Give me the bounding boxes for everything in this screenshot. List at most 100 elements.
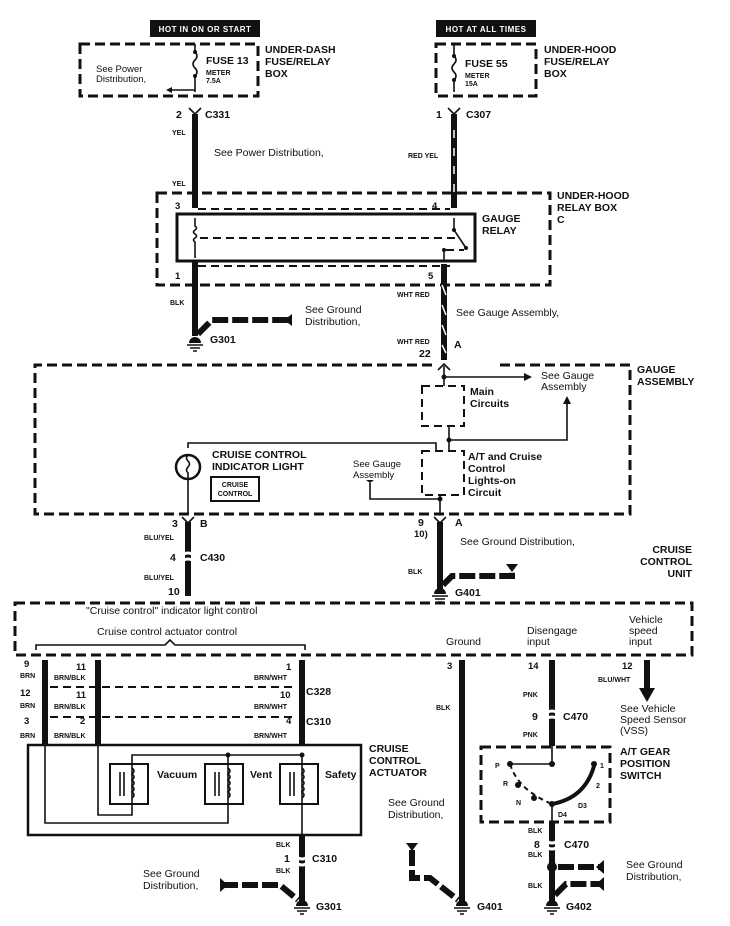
gauge-pin-3: 3: [172, 518, 178, 530]
sw-see-ground-1: See Ground: [626, 859, 683, 871]
blu-yel-label-1: BLU/YEL: [144, 535, 175, 542]
blk-label-mid: BLK: [408, 569, 422, 576]
act-see-ground-lead: [222, 882, 300, 903]
under-dash-label-2: FUSE/RELAY: [265, 56, 331, 68]
row2-a-pin: 12: [20, 688, 31, 699]
under-hood-relay-box: [155, 191, 552, 287]
wht-red-label-1: WHT RED: [397, 292, 430, 299]
safety-solenoid: [279, 763, 319, 805]
cruise-control-unit-box: [13, 601, 694, 657]
row1-b-color: BRN/BLK: [54, 675, 86, 682]
disengage-1: Disengage: [527, 625, 577, 637]
see-gauge-2b: Assembly: [353, 470, 394, 481]
act-c310-label: C310: [312, 853, 337, 865]
center-blk: BLK: [436, 705, 450, 712]
at-circuit-3: Lights-on: [468, 475, 516, 487]
row3-b-pin: 2: [80, 716, 85, 727]
relay-pin-3: 3: [175, 201, 180, 212]
vss-3: (VSS): [620, 725, 648, 737]
actuator-control-brace: [35, 638, 306, 650]
c470-label: C470: [563, 711, 588, 723]
main-circuits-2: Circuits: [470, 398, 509, 410]
gauge-relay-label-1: GAUGE: [482, 213, 521, 225]
c307-label: C307: [466, 109, 491, 121]
cruise-indicator-lamp: [174, 453, 202, 481]
see-gauge-assembly: See Gauge Assembly,: [456, 307, 559, 319]
fuse-55-name: FUSE 55: [465, 58, 508, 70]
yel-label-1: YEL: [172, 130, 186, 137]
g301-lower: G301: [316, 901, 342, 913]
vss-input-3: input: [629, 636, 652, 648]
gauge-pin-9: 9: [418, 517, 424, 529]
row1-a-color: BRN: [20, 673, 35, 680]
see-ground-distribution-mid: See Ground Distribution,: [460, 536, 575, 548]
row3-c-pin: 4: [286, 716, 292, 727]
cruise-unit-label-3: UNIT: [668, 568, 693, 580]
center-see-ground-2: Distribution,: [388, 809, 443, 821]
unit-pin-10: 10: [168, 586, 180, 598]
row3-c-color: BRN/WHT: [254, 733, 288, 740]
connector-row-3: 3 BRN 2 BRN/BLK 4 BRN/WHT: [20, 716, 292, 740]
fuse-13-circuit: METER: [206, 70, 231, 77]
at-cruise-circuit-box: [421, 450, 465, 496]
pos-r: R: [503, 781, 508, 788]
act-c310-pin: 1: [284, 853, 290, 865]
hot-in-on-start-banner: [150, 20, 260, 37]
c470-label-2: C470: [564, 839, 589, 851]
hot-at-all-times-banner: [436, 20, 536, 37]
see-ground-lead-mid: [440, 566, 515, 588]
c310-upper-label: C310: [306, 716, 331, 728]
vent-solenoid: [204, 763, 244, 805]
sw-see-ground-lead-2: [552, 881, 600, 898]
see-gauge-2a: See Gauge: [353, 459, 401, 470]
safety-label: Safety: [325, 769, 357, 781]
cruise-control-badge: [210, 476, 260, 502]
under-dash-label-1: UNDER-DASH: [265, 44, 336, 56]
pos-2: 2: [596, 783, 600, 790]
unit-pin-12: 12: [622, 661, 633, 672]
act-blk-2: BLK: [276, 868, 290, 875]
sw-blk-3: BLK: [528, 883, 542, 890]
at-circuit-4: Circuit: [468, 487, 502, 499]
c430-label: C430: [200, 552, 225, 564]
main-circuits-1: Main: [470, 386, 494, 398]
ground-label: Ground: [446, 636, 481, 648]
under-hood-fuse-label-1: UNDER-HOOD: [544, 44, 617, 56]
relay-pin-4: 4: [432, 201, 438, 212]
gauge-conn-a-top: A: [454, 339, 462, 351]
pos-n: N: [516, 800, 521, 807]
fuse-13-rating: 7.5A: [206, 78, 221, 85]
center-see-ground-lead: [409, 850, 460, 903]
gauge-relay: [175, 212, 477, 263]
actuator-label-3: ACTUATOR: [369, 767, 427, 779]
row2-b-pin: 11: [76, 690, 87, 701]
relay-box-label-1: UNDER-HOOD: [557, 190, 630, 202]
at-circuit-1: A/T and Cruise: [468, 451, 542, 463]
g401-mid: G401: [455, 587, 481, 599]
row1-a-pin: 9: [24, 659, 29, 670]
badge-line-2: CONTROL: [218, 491, 253, 498]
vent-label: Vent: [250, 769, 273, 781]
sw-see-ground-2: Distribution,: [626, 871, 681, 883]
relay-pin-5: 5: [428, 271, 434, 282]
unit-pin-14: 14: [528, 661, 539, 672]
actuator-label-1: CRUISE: [369, 743, 409, 755]
vss-2: Speed Sensor: [620, 714, 687, 726]
c328-label: C328: [306, 686, 331, 698]
row1-c-pin: 1: [286, 662, 292, 673]
under-hood-fuse-label-2: FUSE/RELAY: [544, 56, 610, 68]
under-hood-fuse-label-3: BOX: [544, 68, 567, 80]
g301-upper: G301: [210, 334, 236, 346]
indicator-label-1: CRUISE CONTROL: [212, 449, 307, 461]
ground-icon: [432, 588, 448, 603]
ground-icon: [187, 337, 203, 352]
vacuum-label: Vacuum: [157, 769, 197, 781]
ground-icon: [544, 900, 560, 915]
hot-in-on-start-label: HOT IN ON OR START: [159, 25, 252, 34]
actuator-label-2: CONTROL: [369, 755, 421, 767]
relay-switch: [453, 218, 467, 249]
relay-coil: [192, 218, 198, 258]
fuse-13-name: FUSE 13: [206, 55, 249, 67]
switch-label-1: A/T GEAR: [620, 746, 671, 758]
gauge-relay-label-2: RELAY: [482, 225, 517, 237]
